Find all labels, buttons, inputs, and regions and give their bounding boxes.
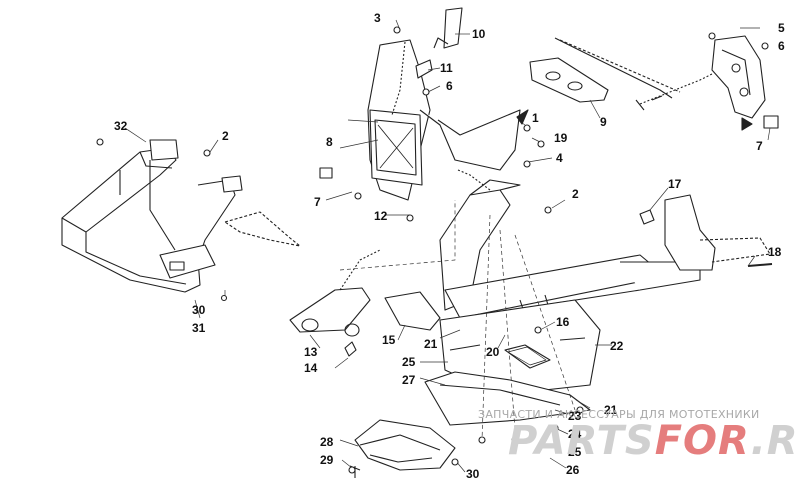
upper-bracket bbox=[367, 39, 521, 201]
callout-30: 30 bbox=[466, 467, 480, 481]
callout-3: 3 bbox=[374, 11, 381, 25]
callout-6: 6 bbox=[446, 79, 453, 93]
callout-4: 4 bbox=[556, 151, 563, 165]
right-mount bbox=[639, 194, 773, 271]
callout-1: 1 bbox=[532, 111, 539, 125]
callout-14: 14 bbox=[304, 361, 318, 375]
callout-25: 25 bbox=[402, 355, 416, 369]
callout-24: 24 bbox=[568, 427, 582, 441]
callout-31: 31 bbox=[192, 321, 206, 335]
leader-lines bbox=[124, 19, 771, 473]
callout-21: 21 bbox=[604, 403, 618, 417]
watermark-caption: ЗАПЧАСТИ И АКСЕССУАРЫ ДЛЯ МОТОТЕХНИКИ bbox=[478, 408, 760, 421]
callout-11: 11 bbox=[440, 61, 453, 75]
callout-30: 30 bbox=[192, 303, 206, 317]
logo-part-1: PARTS bbox=[508, 418, 655, 464]
fasteners bbox=[96, 26, 769, 474]
callout-16: 16 bbox=[556, 315, 570, 329]
callout-5: 5 bbox=[778, 21, 785, 35]
right-bracket bbox=[635, 35, 779, 131]
callout-25: 25 bbox=[568, 445, 582, 459]
skid-plate bbox=[439, 299, 601, 396]
callout-19: 19 bbox=[554, 131, 568, 145]
callout-22: 22 bbox=[610, 339, 624, 353]
callout-13: 13 bbox=[304, 345, 318, 359]
lower-cover bbox=[349, 419, 456, 478]
callout-9: 9 bbox=[600, 115, 607, 129]
plate bbox=[529, 37, 681, 103]
logo-part-2: FOR bbox=[654, 418, 751, 464]
callout-27: 27 bbox=[402, 373, 416, 387]
callout-17: 17 bbox=[668, 177, 682, 191]
guard-plate bbox=[424, 371, 591, 426]
main-frame bbox=[384, 169, 701, 331]
mirror bbox=[415, 7, 463, 79]
callout-10: 10 bbox=[472, 27, 486, 41]
watermark-logo: PARTSFOR.RU bbox=[508, 418, 800, 464]
callout-12: 12 bbox=[374, 209, 388, 223]
front-bumper bbox=[61, 139, 301, 293]
callout-8: 8 bbox=[326, 135, 333, 149]
callout-7: 7 bbox=[756, 139, 763, 153]
callout-23: 23 bbox=[568, 409, 582, 423]
callout-18: 18 bbox=[768, 245, 782, 259]
callout-20: 20 bbox=[486, 345, 500, 359]
callout-7: 7 bbox=[314, 195, 321, 209]
callout-28: 28 bbox=[320, 435, 334, 449]
callout-15: 15 bbox=[382, 333, 396, 347]
callout-32: 32 bbox=[114, 119, 128, 133]
callout-2: 2 bbox=[572, 187, 579, 201]
callout-6: 6 bbox=[778, 39, 785, 53]
callout-21: 21 bbox=[424, 337, 438, 351]
steering-mount bbox=[289, 249, 381, 357]
logo-part-3: .RU bbox=[750, 418, 800, 464]
callout-26: 26 bbox=[566, 463, 580, 477]
callout-29: 29 bbox=[320, 453, 334, 467]
callout-2: 2 bbox=[222, 129, 229, 143]
